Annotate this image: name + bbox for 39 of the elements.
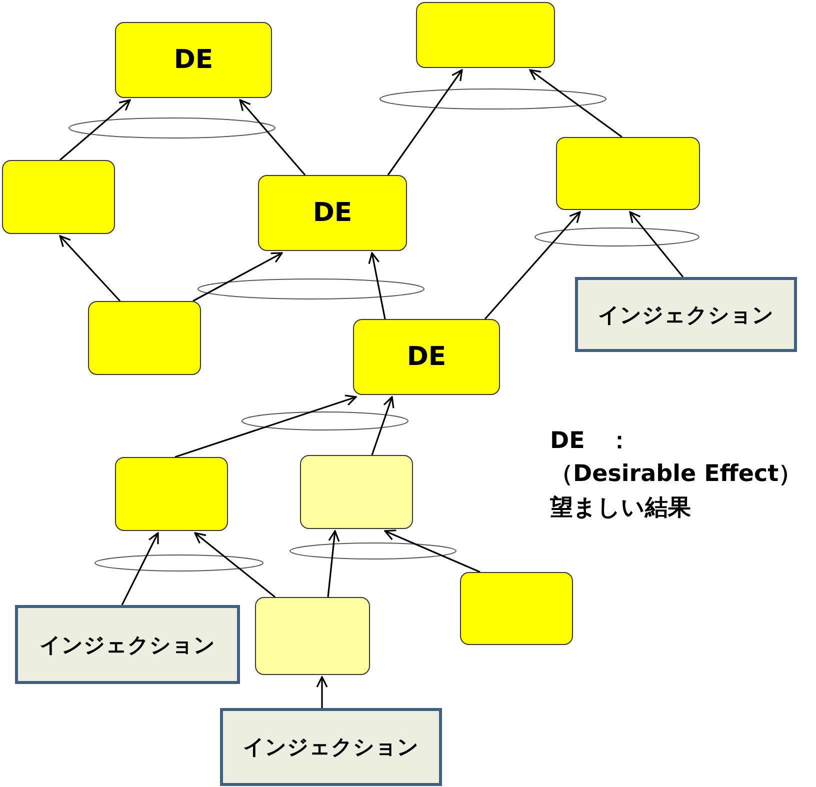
- legend-note: DE ：: [550, 427, 631, 456]
- injection-label: インジェクション: [40, 632, 216, 658]
- arrow: [174, 394, 357, 458]
- effect-label: DE: [312, 198, 352, 228]
- injection-box: [575, 277, 797, 352]
- arrow: [629, 211, 684, 278]
- legend-note: 望ましい結果: [550, 494, 691, 523]
- arrow: [327, 530, 340, 598]
- effect-box: [2, 160, 115, 234]
- effect-box: [88, 301, 201, 375]
- legend-note: （Desirable Effect）: [550, 460, 802, 489]
- arrow: [121, 532, 159, 606]
- effect-box: [460, 572, 573, 645]
- injection-box: [220, 708, 442, 786]
- arrow: [59, 235, 121, 302]
- arrow: [371, 396, 394, 456]
- effect-box: [255, 597, 370, 675]
- effect-box: [300, 455, 413, 529]
- arrow: [239, 99, 306, 176]
- arrow: [529, 69, 622, 138]
- arrow: [194, 532, 276, 598]
- arrow: [368, 252, 386, 320]
- injection-label: インジェクション: [243, 734, 419, 761]
- arrow: [484, 211, 581, 320]
- arrow: [384, 530, 480, 573]
- effect-box: [115, 457, 228, 531]
- arrow: [59, 99, 131, 161]
- effect-box: [556, 137, 700, 210]
- effect-box: [258, 175, 407, 251]
- injection-label: インジェクション: [598, 302, 774, 328]
- effect-box: [115, 22, 272, 98]
- injection-box: [15, 605, 240, 684]
- effect-box: [416, 2, 555, 68]
- effect-box: [353, 319, 500, 395]
- arrow: [316, 676, 328, 708]
- arrow: [387, 69, 463, 176]
- effect-label: DE: [406, 342, 446, 372]
- effect-label: DE: [174, 45, 214, 75]
- arrow: [192, 252, 283, 302]
